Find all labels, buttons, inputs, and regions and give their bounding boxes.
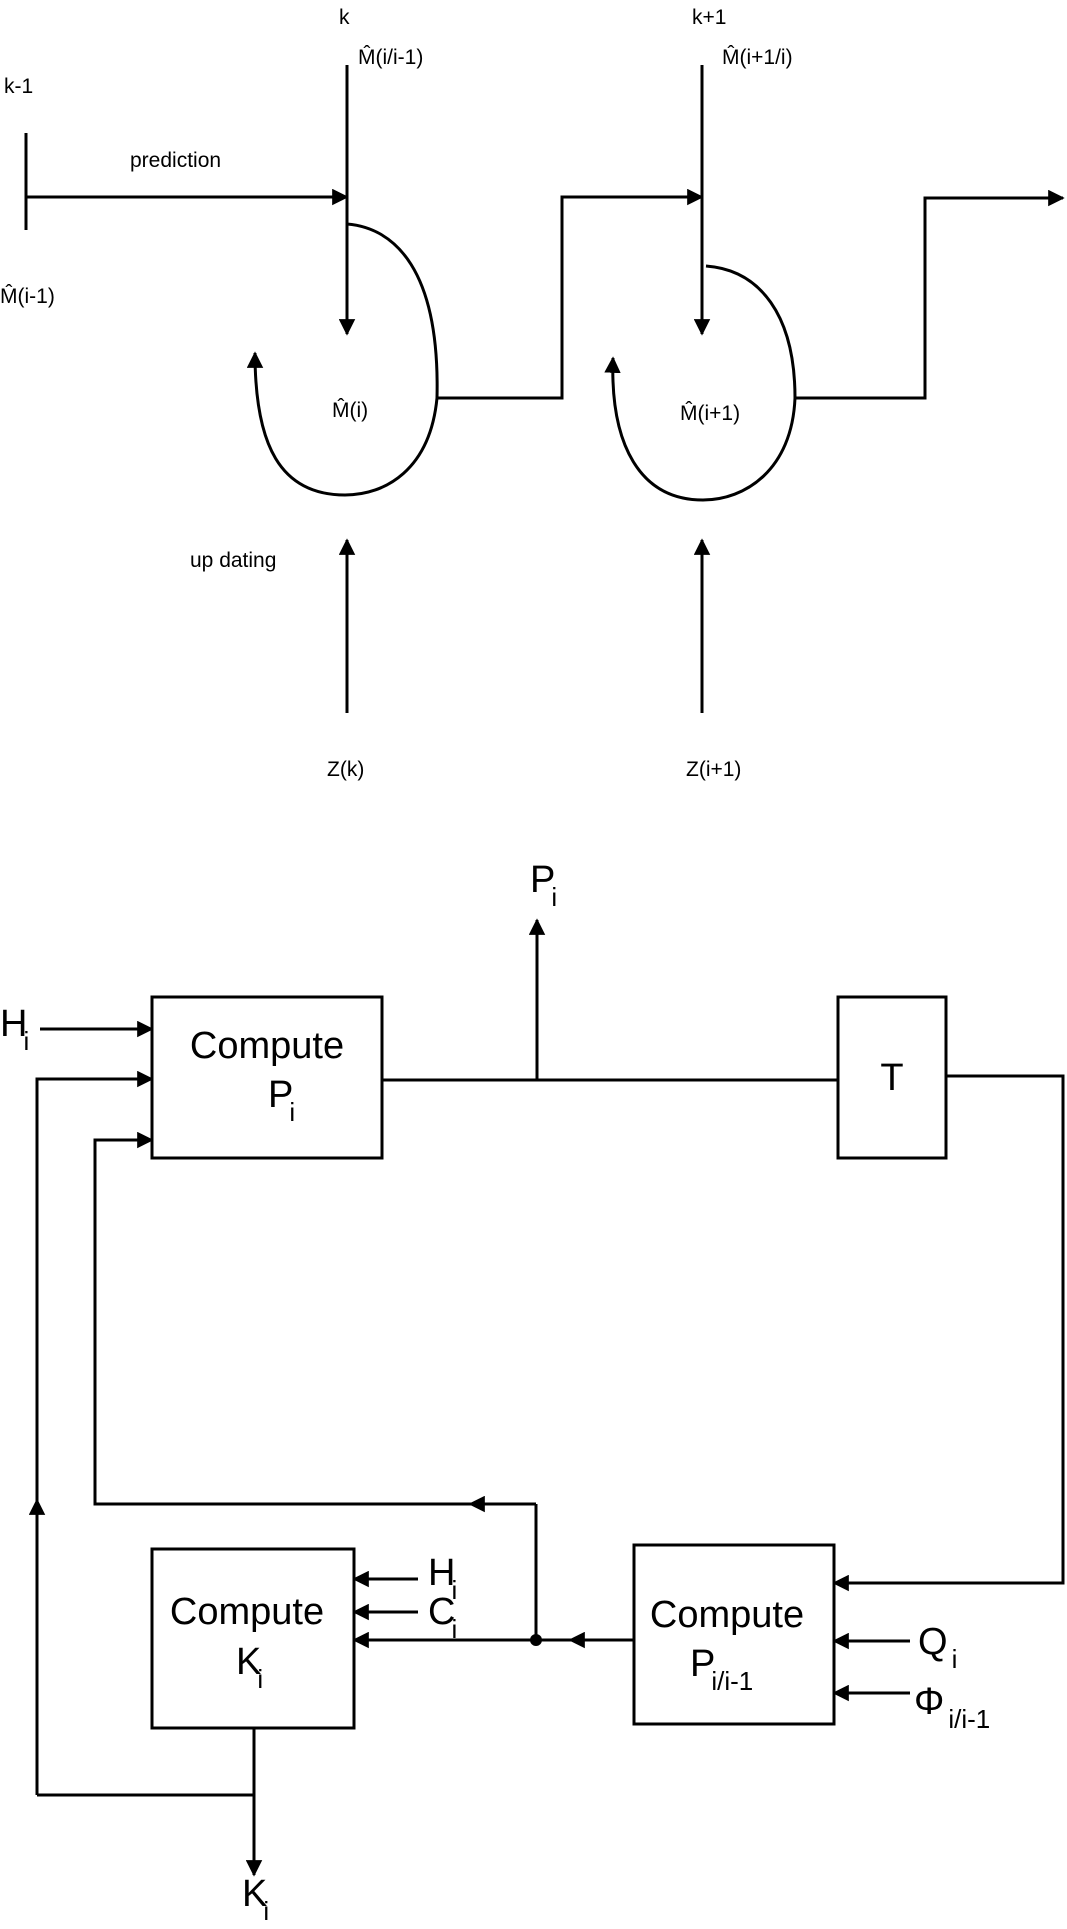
- transition-arrow-2: [795, 189, 1065, 400]
- p-pred-to-p-line: [93, 1131, 470, 1506]
- update-loop-next: [604, 264, 797, 502]
- updating-label: up dating: [190, 549, 276, 572]
- step-label-next: k+1: [692, 6, 726, 29]
- compute-k-symbol: Ki: [236, 1641, 263, 1694]
- step-label-current: k: [339, 6, 350, 29]
- compute-p-box: [150, 995, 384, 1160]
- delay-t-label: T: [880, 1057, 903, 1099]
- compute-p-symbol: Pi: [268, 1074, 295, 1127]
- output-p-label: Pi: [530, 859, 557, 912]
- compute-p-title: Compute: [190, 1025, 344, 1067]
- input-h-k-label: Hi: [428, 1552, 457, 1605]
- step-label-prev: k-1: [4, 75, 33, 98]
- update-loop-current: [246, 222, 439, 497]
- estimate-current-label: M̂(i): [332, 399, 368, 422]
- measurement-next-label: Z(i+1): [686, 758, 741, 781]
- input-c-k-label: Ci: [428, 1591, 457, 1644]
- predicted-estimate-current-label: M̂(i/i-1): [358, 46, 423, 69]
- compute-p-pred-symbol: Pi/i-1: [690, 1643, 753, 1696]
- input-h-p-label: Hi: [0, 1003, 29, 1056]
- predicted-estimate-next-label: M̂(i+1/i): [722, 46, 793, 69]
- estimate-next-label: M̂(i+1): [680, 402, 740, 425]
- prediction-label: prediction: [130, 149, 221, 172]
- compute-k-box: [150, 1547, 356, 1730]
- estimate-prev-label: M̂(i-1): [0, 285, 55, 308]
- transition-arrow-1: [437, 188, 704, 400]
- k-feedback-to-p-line: [35, 1070, 154, 1500]
- output-k-label: Ki: [242, 1873, 269, 1926]
- compute-p-pred-title: Compute: [650, 1594, 804, 1636]
- measurement-current-label: Z(k): [327, 758, 364, 781]
- timeline-diagram: k-1 k k+1 prediction M̂(i-1) M̂(i/i-1) M…: [0, 6, 1065, 781]
- t-feedback-arrow: [832, 1074, 1065, 1592]
- compute-k-title: Compute: [170, 1591, 324, 1633]
